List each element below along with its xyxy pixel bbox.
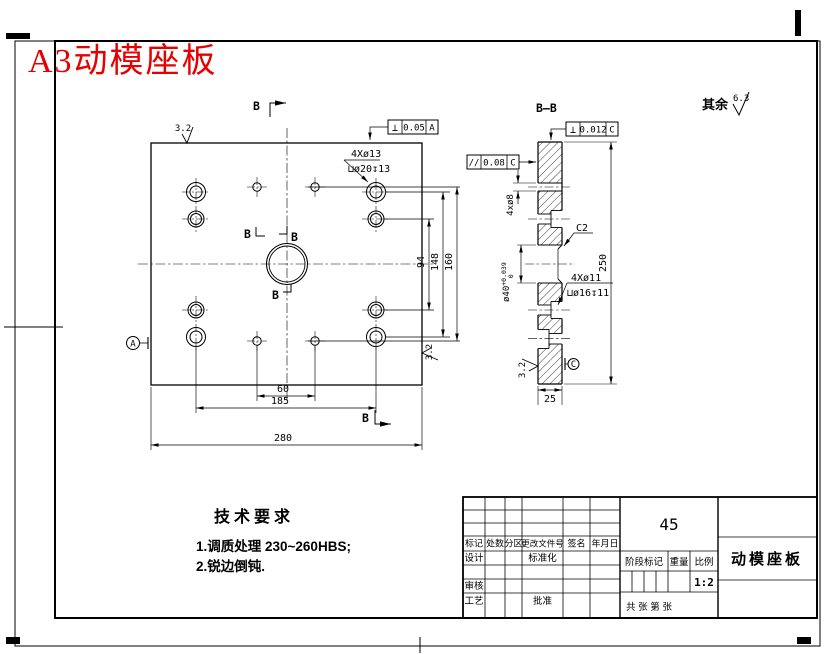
roughness-icon: 3.2 — [518, 362, 528, 378]
section-view-title: B—B — [536, 101, 557, 115]
row-pizhun: 批准 — [533, 595, 553, 607]
title-block: 标记 处数 分区 更改文件号 签名 年月日 设计 标准化 审核 工艺 批准 45… — [462, 496, 818, 619]
dim-4xd8: 4xø8 — [506, 170, 536, 216]
tech-req-item-2: 2.锐边倒钝. — [196, 559, 266, 574]
chamfer-label: C2 — [576, 223, 588, 234]
general-roughness-note: 其余 6.3 — [702, 91, 750, 117]
perpendicularity-icon: ⊥ — [570, 125, 576, 136]
dim-280: 280 — [274, 433, 292, 444]
dimension-lines — [151, 187, 459, 447]
callout-4xd13-line1: 4Xø13 — [351, 149, 381, 160]
roughness-section-left: 3.2 — [518, 358, 540, 378]
holes-4xd13 — [186, 182, 386, 347]
scale-value: 1:2 — [694, 576, 714, 589]
surplus-roughness-value: 6.3 — [733, 94, 749, 104]
dim-94: 94 — [416, 256, 427, 268]
tolerance-frame-perp-005-a: ⊥ 0.05 A — [368, 119, 439, 140]
col-biaoji: 标记 — [465, 538, 483, 549]
dim-160: 160 — [444, 253, 455, 271]
part-name: 动模座板 — [731, 550, 803, 568]
trim-mark-top-left — [6, 33, 30, 39]
section-label-b-top: B — [253, 99, 260, 113]
tolerance-datum: A — [429, 124, 435, 134]
dim-25: 25 — [537, 386, 563, 405]
sheet-title: A3动模座板 — [28, 43, 218, 80]
tolerance-frame-parallel-008-c: // 0.08 C — [466, 154, 536, 170]
section-b-marks: B B B B B — [244, 99, 391, 427]
section-hole-lines — [538, 182, 563, 349]
dim-148: 148 — [430, 253, 441, 271]
row-gongyi: 工艺 — [464, 596, 483, 607]
datum-a-symbol: A — [126, 336, 149, 350]
tolerance-frame-perp-0012-c: ⊥ 0.012 C — [549, 121, 619, 140]
central-bore-circle — [265, 242, 309, 286]
section-label-b-bottom: B — [362, 411, 369, 425]
section-label-b-center-left: B — [244, 227, 251, 241]
callout-4xd13: 4Xø13 ⊔ø20↧13 — [343, 149, 390, 183]
surplus-label: 其余 — [702, 97, 729, 112]
dim-185: 185 — [271, 396, 289, 407]
parallelism-icon: // — [469, 159, 480, 169]
material-grade: 45 — [659, 515, 678, 534]
roughness-icon: 3.2 — [425, 344, 435, 360]
trim-mark-top-right — [795, 10, 801, 36]
dim-25-label: 25 — [544, 394, 556, 405]
col-chushu: 处数 — [486, 538, 504, 549]
dim-d40: ø40+0.0390 — [500, 244, 536, 302]
holes-4xd11 — [187, 210, 385, 319]
callout-4xd11-line2: ⊔ø16↧11 — [567, 288, 609, 299]
row-sheji: 设计 — [464, 552, 484, 564]
tolerance-datum: C — [510, 159, 515, 169]
roughness-top-left: 3.2 — [175, 124, 194, 145]
technical-requirements: 技术要求 1.调质处理 230~260HBS; 2.锐边倒钝. — [196, 503, 351, 577]
sheets-note: 共 张 第 张 — [626, 601, 672, 613]
tolerance-value: 0.012 — [579, 126, 606, 136]
tolerance-datum: C — [609, 126, 614, 136]
section-label-b-center-right: B — [291, 230, 298, 244]
mid-scale-label: 比例 — [694, 556, 713, 568]
drawing-border — [4, 10, 821, 653]
dim-250: 250 — [564, 141, 617, 385]
datum-c-symbol: C — [564, 358, 580, 370]
front-view: 94 148 160 60 185 280 4Xø13 ⊔ø20↧13 ⊥ 0.… — [126, 99, 460, 450]
callout-4xd11-line1: 4Xø11 — [571, 273, 601, 284]
trim-mark-bottom-right — [797, 637, 811, 644]
section-center-lines — [525, 186, 575, 339]
tech-req-heading: 技术要求 — [214, 509, 295, 526]
dim-d40-label: ø40+0.0390 — [500, 262, 515, 302]
roughness-right-edge: 3.2 — [420, 344, 439, 361]
row-biaozhunhua: 标准化 — [528, 552, 557, 564]
center-lines — [138, 128, 436, 402]
mid-weight-label: 重量 — [669, 556, 689, 568]
mid-stage-label: 阶段标记 — [625, 556, 664, 568]
section-label-b-center-under: B — [272, 288, 279, 302]
dim-4xd8-label: 4xø8 — [506, 194, 516, 216]
datum-a-letter: A — [130, 340, 136, 350]
col-qianming: 签名 — [567, 538, 585, 549]
roughness-icon: 3.2 — [175, 124, 191, 134]
extension-lines — [150, 186, 460, 450]
trim-mark-bottom-left — [6, 637, 20, 644]
title-block-grid — [463, 497, 817, 618]
tolerance-value: 0.05 — [403, 124, 425, 134]
datum-c-letter: C — [571, 360, 576, 370]
dim-250-label: 250 — [598, 254, 609, 272]
section-outline — [537, 141, 563, 385]
col-change-doc: 更改文件号 — [521, 539, 564, 549]
callout-4xd11: 4Xø11 ⊔ø16↧11 — [557, 273, 613, 306]
col-fenqu: 分区 — [504, 539, 522, 549]
callout-chamfer-c2: C2 — [563, 223, 593, 247]
tech-req-item-1: 1.调质处理 230~260HBS; — [196, 539, 351, 554]
row-shenhe: 审核 — [464, 580, 484, 592]
tolerance-value: 0.08 — [483, 159, 505, 169]
dim-60: 60 — [277, 384, 289, 395]
perpendicularity-icon: ⊥ — [392, 123, 398, 134]
callout-4xd13-line2: ⊔ø20↧13 — [348, 164, 390, 175]
section-view: B—B — [466, 101, 619, 405]
col-date: 年月日 — [591, 538, 618, 549]
